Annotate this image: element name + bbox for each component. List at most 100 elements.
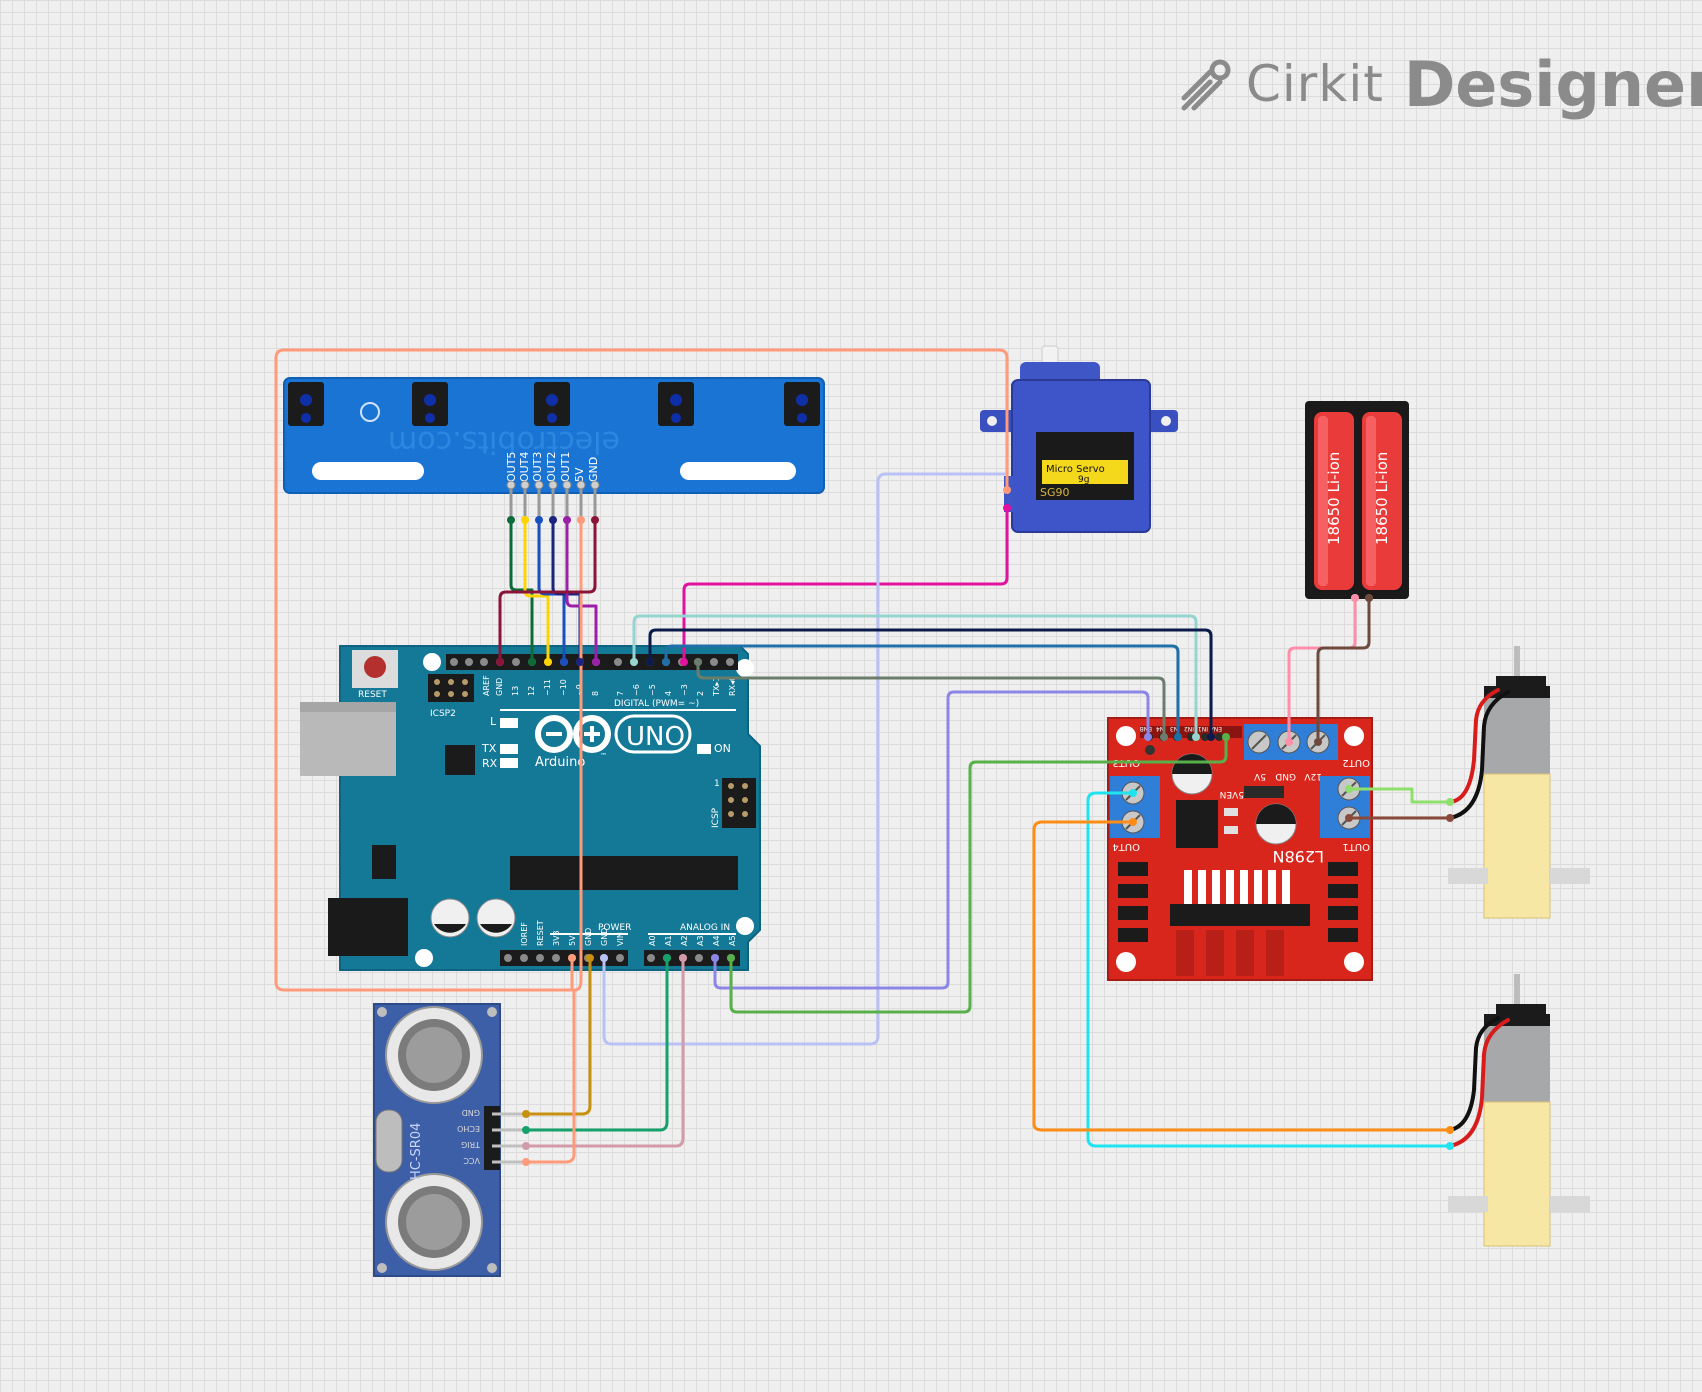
wire-d5-in2[interactable] [648, 628, 1213, 739]
power-pin-label-3: 5V [568, 935, 577, 946]
wire-ls-5v[interactable] [573, 518, 583, 992]
wire-a4-enb[interactable] [713, 690, 1150, 990]
wire-endpoints [496, 486, 1454, 1166]
digital-pin-label-0: AREF [482, 675, 491, 696]
power-pin-label-1: RESET [536, 920, 545, 946]
driver-out1-label: OUT1 [1342, 841, 1370, 852]
ultrasonic-pin-label-1: ECHO [457, 1124, 480, 1133]
servo-label-line2: 9g [1078, 475, 1089, 485]
digital-pin-label-8: 7 [616, 691, 625, 696]
line-sensor-module[interactable]: electrobits.com OUT5 OUT4 OUT3 OUT2 OUT1… [283, 377, 825, 520]
wire-ls-out1[interactable] [565, 518, 598, 664]
driver-logic-pin-label-1: IN4 [1156, 725, 1166, 732]
power-pin-label-0: IOREF [520, 922, 529, 946]
analog-pin-label-3: A3 [696, 935, 705, 946]
motor1-black-lead [1448, 690, 1510, 820]
digital-pin-label-3: 12 [527, 686, 536, 696]
battery-cell-label-1: 18650 Li-ion [1325, 452, 1343, 545]
digital-pin-label-10: ~5 [648, 684, 657, 696]
motor2-black-lead [1448, 1016, 1500, 1132]
digital-pin-label-4: ~11 [543, 679, 552, 696]
wire-ls-out4[interactable] [523, 518, 550, 664]
analog-pin-label-5: A5 [728, 935, 737, 946]
wire-a4-gnd-link[interactable] [715, 690, 1148, 976]
wire-us-echo[interactable] [524, 956, 669, 1132]
reset-button-label: RESET [358, 690, 387, 700]
power-pin-label-4: GND [584, 928, 593, 946]
wire-ls-gnd[interactable] [498, 518, 597, 664]
digital-pin-label-12: ~3 [680, 684, 689, 696]
power-pin-label-6: VIN [616, 932, 625, 946]
wire-out4-motor2[interactable] [1032, 820, 1452, 1132]
digital-pin-label-14: TX▸1 [712, 677, 721, 697]
digital-pin-label-5: ~10 [559, 679, 568, 696]
driver-power-terminal-label-1: GND [1275, 771, 1296, 781]
ultrasonic-model: HC-SR04 [409, 1123, 424, 1180]
brand-logo: Cirkit Designer [1180, 44, 1702, 124]
dc-gear-motor-1[interactable] [1448, 646, 1590, 919]
digital-pin-label-2: 13 [511, 686, 520, 696]
servo-label-line1: Micro Servo [1046, 464, 1105, 475]
analog-pin-label-0: A0 [648, 935, 657, 946]
ls-pin-out3: OUT3 [531, 452, 544, 482]
wire-a5-ena[interactable] [729, 735, 1228, 1014]
wire-servo-signal[interactable] [682, 506, 1009, 664]
wire-5v-servo[interactable] [274, 348, 1009, 992]
driver-logic-pin-label-3: IN2 [1184, 725, 1194, 732]
digital-pin-label-7: 8 [591, 691, 600, 696]
digital-pin-label-1: GND [495, 678, 504, 696]
uno-logo-text: UNO [626, 722, 685, 752]
analog-pin-label-4: A4 [712, 935, 721, 946]
wire-gnd-servo[interactable] [602, 472, 1006, 1046]
arduino-tm: ™ [600, 752, 607, 760]
driver-chip-label: L298N [1273, 847, 1324, 866]
ultrasonic-pin-label-2: TRIG [461, 1140, 481, 1149]
digital-pin-label-15: RX◂0 [728, 676, 737, 696]
wire-us-gnd[interactable] [524, 956, 592, 1116]
led-rx-label: RX [482, 757, 498, 770]
wire-us-vcc[interactable] [524, 988, 576, 1164]
icsp-pin1: 1 [714, 779, 720, 789]
battery-holder-2x18650[interactable]: 18650 Li-ion 18650 Li-ion [1305, 401, 1409, 602]
ls-pin-out5: OUT5 [505, 452, 518, 482]
led-on-label: ON [714, 742, 731, 755]
micro-servo-sg90[interactable]: Micro Servo 9g SG90 [980, 345, 1178, 533]
ls-pin-out4: OUT4 [518, 452, 531, 482]
wire-ls-out5[interactable] [509, 518, 534, 664]
ls-pin-5v: 5V [573, 467, 586, 482]
digital-header-label: DIGITAL (PWM= ~) [614, 699, 699, 709]
driver-logic-pin-label-0: ENB [1140, 725, 1152, 732]
wire-us-trig[interactable] [524, 956, 685, 1148]
wire-out2-motor1[interactable] [1347, 787, 1452, 804]
ultrasonic-pin-label-0: GND [462, 1108, 480, 1117]
driver-out4-label: OUT4 [1112, 841, 1140, 852]
analog-pin-label-2: A2 [680, 935, 689, 946]
motor2-red-lead [1448, 1018, 1510, 1148]
driver-out2-label: OUT2 [1342, 757, 1370, 768]
servo-model: SG90 [1040, 486, 1070, 499]
driver-power-terminal-label-2: 5V [1253, 771, 1266, 781]
digital-pin-label-13: 2 [696, 691, 705, 696]
ls-pin-gnd: GND [587, 457, 600, 482]
digital-pin-label-9: ~6 [632, 684, 641, 696]
driver-power-terminal-label-0: 12V [1304, 771, 1322, 781]
wire-d4-in3[interactable] [664, 644, 1180, 739]
wire-out3-motor2[interactable] [1086, 791, 1452, 1148]
icsp2-label: ICSP2 [430, 709, 456, 719]
pen-nib-icon [1181, 59, 1231, 111]
power-header-label: POWER [598, 923, 631, 933]
motor1-red-lead [1448, 688, 1500, 804]
power-pin-label-2: 3V3 [552, 930, 561, 946]
wire-battery-negative[interactable] [1316, 596, 1371, 744]
brand-name-light: Cirkit [1246, 55, 1384, 113]
wires [274, 348, 1510, 1164]
wire-d6-in1[interactable] [632, 614, 1198, 739]
wire-d2-in4[interactable] [696, 660, 1166, 739]
ls-pin-out2: OUT2 [545, 452, 558, 482]
arduino-uno-board[interactable]: RESET ICSP2 L TX RX ON UNO [300, 645, 761, 971]
digital-pin-label-11: 4 [664, 691, 673, 696]
